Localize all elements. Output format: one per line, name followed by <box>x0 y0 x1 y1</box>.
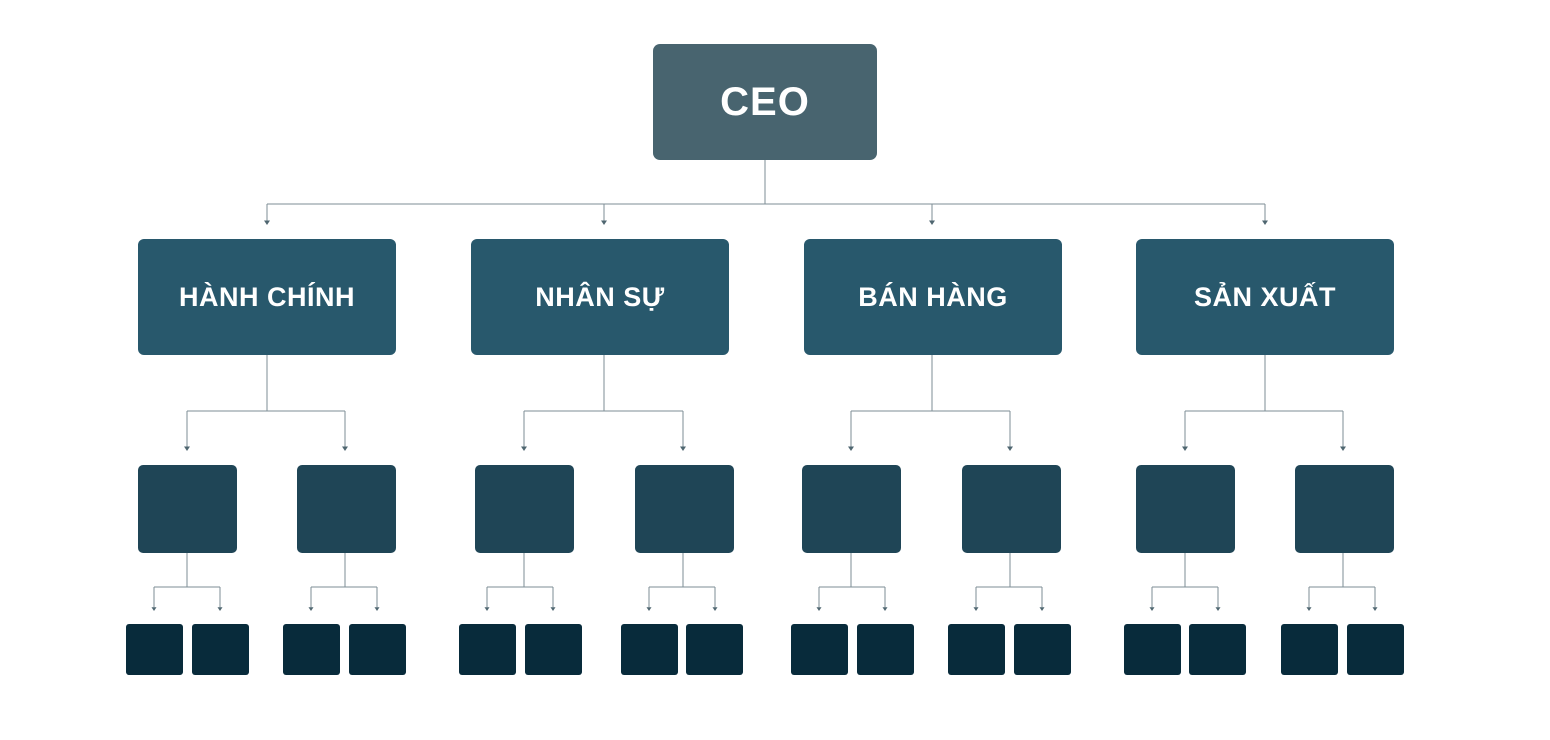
team-box <box>621 624 678 675</box>
sub-unit-box <box>1136 465 1235 553</box>
team-box <box>525 624 582 675</box>
arrowhead <box>712 607 718 611</box>
sub-unit-box <box>475 465 574 553</box>
department-box-nhan-su: NHÂN SỰ <box>471 239 729 355</box>
department-box-ban-hang: BÁN HÀNG <box>804 239 1062 355</box>
department-label: SẢN XUẤT <box>1193 281 1336 312</box>
sub-unit-box <box>962 465 1061 553</box>
department-label: BÁN HÀNG <box>858 281 1008 312</box>
team-box <box>857 624 914 675</box>
team-box <box>1281 624 1338 675</box>
arrowhead <box>342 446 348 451</box>
sub-unit-box <box>802 465 901 553</box>
department-box-hanh-chinh: HÀNH CHÍNH <box>138 239 396 355</box>
arrowhead <box>646 607 652 611</box>
department-label: NHÂN SỰ <box>535 281 665 312</box>
arrowhead <box>308 607 314 611</box>
team-box <box>791 624 848 675</box>
arrowhead <box>1149 607 1155 611</box>
sub-unit-box <box>297 465 396 553</box>
arrowhead <box>521 446 527 451</box>
team-box <box>126 624 183 675</box>
sub-unit-box <box>138 465 237 553</box>
arrowhead <box>151 607 157 611</box>
ceo-label: CEO <box>720 79 810 124</box>
arrowhead <box>1262 220 1268 225</box>
arrowhead <box>1215 607 1221 611</box>
arrowhead <box>848 446 854 451</box>
arrowhead <box>1306 607 1312 611</box>
arrowhead <box>816 607 822 611</box>
arrowhead <box>264 220 270 225</box>
arrowhead <box>184 446 190 451</box>
arrowhead <box>1372 607 1378 611</box>
team-box <box>192 624 249 675</box>
department-box-san-xuat: SẢN XUẤT <box>1136 239 1394 355</box>
arrowhead <box>929 220 935 225</box>
arrowhead <box>484 607 490 611</box>
team-box <box>1124 624 1181 675</box>
arrowhead <box>882 607 888 611</box>
sub-unit-box <box>635 465 734 553</box>
sub-unit-box <box>1295 465 1394 553</box>
team-box <box>1189 624 1246 675</box>
arrowhead <box>1007 446 1013 451</box>
team-box <box>459 624 516 675</box>
ceo-box: CEO <box>653 44 877 160</box>
arrowhead <box>601 220 607 225</box>
arrowhead <box>1182 446 1188 451</box>
arrowhead <box>1340 446 1346 451</box>
arrowhead <box>1039 607 1045 611</box>
department-label: HÀNH CHÍNH <box>179 281 355 312</box>
arrowhead <box>680 446 686 451</box>
arrowhead <box>973 607 979 611</box>
arrowhead <box>217 607 223 611</box>
team-box <box>1347 624 1404 675</box>
team-box <box>283 624 340 675</box>
team-box <box>349 624 406 675</box>
arrowhead <box>374 607 380 611</box>
team-box <box>686 624 743 675</box>
arrowhead <box>550 607 556 611</box>
team-box <box>1014 624 1071 675</box>
team-box <box>948 624 1005 675</box>
